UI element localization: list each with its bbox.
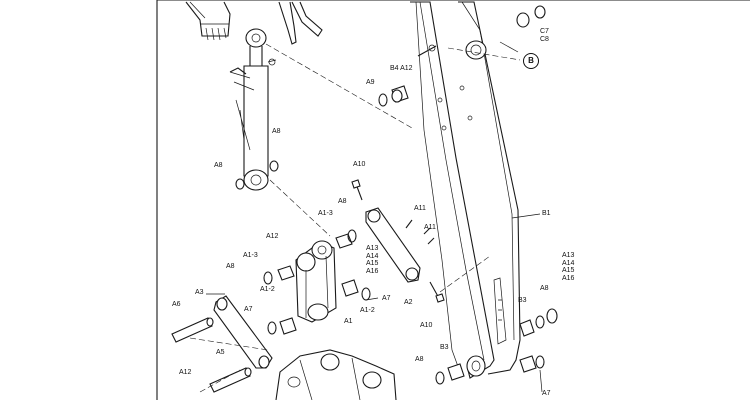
bushings-a1 bbox=[263, 229, 371, 335]
boom-arm bbox=[410, 1, 521, 379]
label-c7-c8: C7 C8 bbox=[540, 28, 549, 43]
link-a2 bbox=[365, 207, 421, 283]
label-a8-left2: A8 bbox=[226, 263, 235, 270]
hydraulic-cylinder bbox=[229, 28, 279, 191]
label-b1: B1 bbox=[542, 210, 551, 217]
label-a12-left: A12 bbox=[266, 233, 279, 240]
label-a1-3-top: A1-3 bbox=[318, 210, 333, 217]
label-a8-right: A8 bbox=[540, 285, 549, 292]
label-b3-b: B3 bbox=[440, 344, 449, 351]
label-a7-a: A7 bbox=[244, 306, 253, 313]
yoke-a1 bbox=[295, 240, 337, 323]
callout-b: B bbox=[523, 53, 539, 69]
leader-lines bbox=[189, 43, 521, 393]
top-bolt bbox=[417, 44, 437, 57]
seal-a9 bbox=[378, 93, 388, 107]
label-leaders bbox=[206, 213, 543, 393]
label-a9: A9 bbox=[366, 79, 375, 86]
label-a1-2-b: A1-2 bbox=[360, 307, 375, 314]
pin-a6 bbox=[171, 317, 214, 343]
label-a1: A1 bbox=[344, 318, 353, 325]
label-a8-bottom: A8 bbox=[415, 356, 424, 363]
label-a5: A5 bbox=[216, 349, 225, 356]
label-a1-3-left: A1-3 bbox=[243, 252, 258, 259]
label-b4-a12: B4 A12 bbox=[390, 65, 413, 72]
bolt-a10-lower bbox=[429, 281, 445, 303]
bucket-part bbox=[185, 1, 231, 41]
label-a1-2-a: A1-2 bbox=[260, 286, 275, 293]
label-a7-c: A7 bbox=[542, 390, 551, 397]
label-a6: A6 bbox=[172, 301, 181, 308]
link-a3 bbox=[213, 295, 273, 369]
tooth-part bbox=[278, 1, 323, 45]
bushings-b3-lower bbox=[435, 355, 545, 385]
upper-right-parts bbox=[499, 5, 546, 53]
bushings-b3-right bbox=[519, 308, 558, 337]
pin-a5 bbox=[209, 367, 252, 393]
label-a13-group: A13 A14 A15 A16 bbox=[366, 245, 379, 275]
label-a3: A3 bbox=[195, 289, 204, 296]
label-a13-group-right: A13 A14 A15 A16 bbox=[562, 252, 575, 282]
bucket-housing bbox=[275, 349, 397, 400]
bolt-a10-upper bbox=[351, 179, 363, 201]
label-a11-a: A11 bbox=[414, 205, 426, 212]
label-a10-top: A10 bbox=[353, 161, 366, 168]
label-a8-top: A8 bbox=[272, 128, 281, 135]
label-b3-a: B3 bbox=[518, 297, 527, 304]
label-a10-bottom: A10 bbox=[420, 322, 433, 329]
bolts-a11 bbox=[405, 219, 435, 245]
label-a11-b: A11 bbox=[424, 224, 436, 231]
label-a7-b: A7 bbox=[382, 295, 391, 302]
label-a2: A2 bbox=[404, 299, 413, 306]
label-a8-left: A8 bbox=[214, 162, 223, 169]
label-a8-mid: A8 bbox=[338, 198, 347, 205]
bushing-b4 bbox=[391, 85, 409, 103]
label-a12-bottom: A12 bbox=[179, 369, 192, 376]
